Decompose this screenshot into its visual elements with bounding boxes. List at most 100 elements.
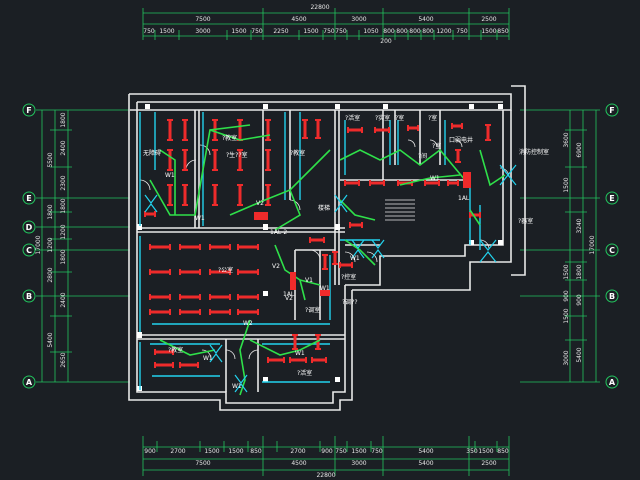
fixture-bar: [180, 245, 200, 249]
dim-label: 900: [321, 448, 333, 455]
room-label: ?室: [395, 114, 404, 122]
dim-label: 1500: [563, 308, 570, 323]
dim-label: 3000: [195, 28, 210, 35]
fixture-bar: [290, 358, 306, 362]
fixture-bar: [210, 295, 230, 299]
fixture-cap: [305, 357, 307, 363]
dim-label: 2500: [481, 16, 496, 23]
fixture-cap: [209, 244, 211, 250]
fixture-bar: [210, 245, 230, 249]
circuit-tag: W1: [165, 172, 175, 179]
fixture-cap: [339, 262, 341, 268]
circuit-tag: 1AL-2: [270, 229, 287, 236]
circuit-tag: V2: [285, 295, 293, 302]
fixture-cap: [485, 139, 491, 141]
dim-label: 750: [335, 448, 347, 455]
circuit-tag: V2: [256, 200, 264, 207]
room-label: ?控室: [341, 273, 356, 281]
fixture-cap: [292, 334, 298, 336]
dim-label: 800: [383, 28, 395, 35]
fixture-cap: [361, 222, 363, 228]
fixture-bar: [310, 238, 324, 242]
fixture-cap: [265, 184, 271, 186]
dim-label: 1500: [204, 448, 219, 455]
fixture-bar: [180, 295, 200, 299]
fixture-bar: [238, 120, 242, 140]
circuit-tag: 1AL: [458, 195, 470, 202]
fixture-bar: [168, 150, 172, 170]
fixture-cap: [229, 269, 231, 275]
dim-label: 5400: [418, 448, 433, 455]
right-total-dim: 17000: [589, 235, 596, 254]
fixture-bar: [268, 358, 284, 362]
fixture-bar: [238, 310, 258, 314]
fixture-cap: [322, 254, 328, 256]
fixture-cap: [209, 294, 211, 300]
fixture-cap: [237, 184, 243, 186]
fixture-cap: [149, 309, 151, 315]
dim-label: 3000: [351, 16, 366, 23]
fixture-cap: [209, 309, 211, 315]
cyan-ducts: [139, 112, 481, 390]
top-sub-dim: 200: [380, 38, 392, 45]
circuit-tag: W1: [320, 285, 330, 292]
dim-label: 750: [323, 28, 335, 35]
fixture-cap: [167, 169, 173, 171]
fire-door-symbols: [144, 164, 517, 393]
room-label: ?室: [428, 114, 437, 122]
bottom-major-dims: 7500 4500 3000 5400 2500: [195, 460, 496, 467]
dim-label: 900: [144, 448, 156, 455]
fixture-cap: [383, 180, 385, 186]
axis-label-b: B: [26, 292, 32, 301]
fixture-cap: [265, 149, 271, 151]
fixture-cap: [265, 119, 271, 121]
fixture-cap: [199, 294, 201, 300]
dim-label: 800: [422, 28, 434, 35]
dim-label: 7500: [195, 460, 210, 467]
dim-label: 2400: [60, 292, 67, 307]
fixture-cap: [374, 127, 376, 133]
fixture-cap: [257, 309, 259, 315]
fixture-cap: [199, 309, 201, 315]
bottom-total-dim: 22800: [316, 472, 335, 479]
fixture-cap: [179, 294, 181, 300]
fixture-bar: [266, 150, 270, 170]
fixture-bar: [168, 120, 172, 140]
fixture-bar: [348, 128, 362, 132]
right-dimensions: [520, 109, 600, 383]
left-dim-labels: 5500 1800 2400 2300 1800 1800 1200 1200 …: [35, 112, 67, 367]
dim-label: 3000: [351, 460, 366, 467]
fixture-bar: [486, 125, 490, 140]
axis-label-f: F: [26, 106, 31, 115]
dim-label: 1050: [363, 28, 378, 35]
dim-label: 1800: [60, 112, 67, 127]
fixture-bar: [375, 128, 389, 132]
axis-label-b-right: B: [609, 292, 615, 301]
dim-label: 1200: [436, 28, 451, 35]
fixture-cap: [265, 204, 271, 206]
fixture-cap: [229, 294, 231, 300]
fixture-cap: [167, 184, 173, 186]
fixture-bar: [168, 185, 172, 205]
fixture-cap: [182, 139, 188, 141]
dim-label: 1200: [60, 224, 67, 239]
dim-label: 1200: [47, 237, 54, 252]
dim-label: 750: [456, 28, 468, 35]
fixture-cap: [179, 269, 181, 275]
fixture-cap: [451, 123, 453, 129]
dim-label: 1500: [478, 448, 493, 455]
circuit-tag: W1: [295, 350, 305, 357]
fixture-bar: [238, 270, 258, 274]
dim-label: 5400: [576, 347, 583, 362]
room-labels: ?教室 无障碍 ?教室 ?生??室 楼梯 ?公室 ?调室 ?控室 ?教室 ?活室…: [143, 114, 549, 377]
fixture-bar: [183, 150, 187, 170]
top-minor-dims: 750 1500 3000 1500 750 2250 1500 750 750…: [143, 28, 509, 35]
fixture-cap: [315, 137, 321, 139]
fixture-cap: [149, 244, 151, 250]
fixture-bar: [316, 120, 320, 138]
circuit-tag: V1: [305, 277, 313, 284]
axis-label-c-right: C: [609, 246, 615, 255]
dim-label: 750: [371, 448, 383, 455]
fixture-cap: [265, 139, 271, 141]
fixture-cap: [257, 244, 259, 250]
